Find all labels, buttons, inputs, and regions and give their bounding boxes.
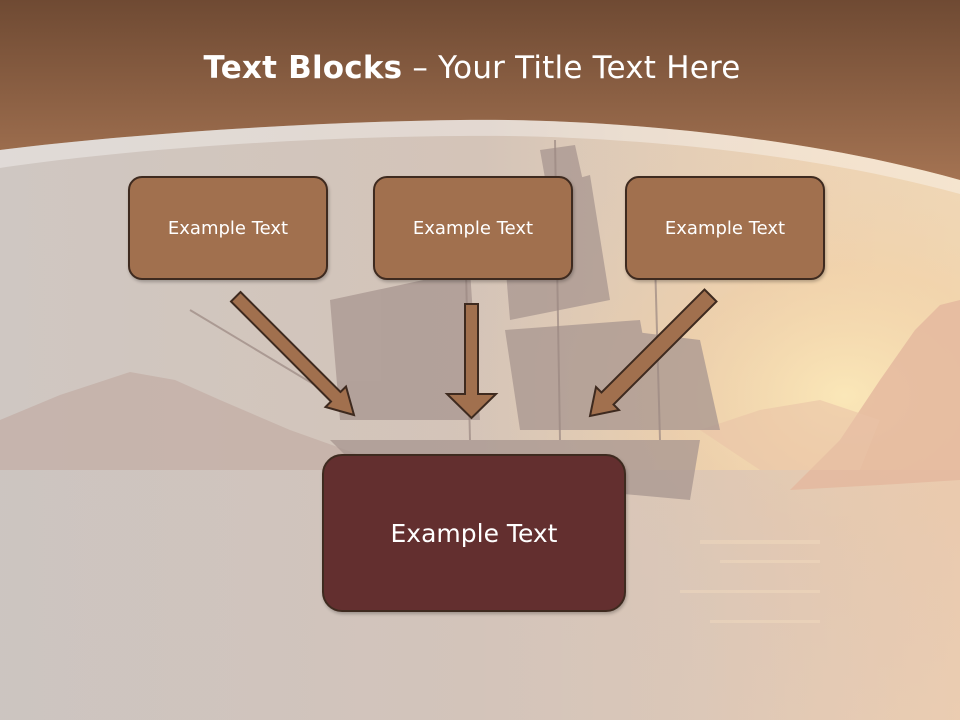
text-block-top-middle[interactable]: Example Text	[373, 176, 573, 280]
text-block-bottom[interactable]: Example Text	[322, 454, 626, 612]
text-block-top-right-label: Example Text	[664, 217, 786, 239]
title-bold: Text Blocks	[203, 50, 403, 86]
text-block-top-right[interactable]: Example Text	[625, 176, 825, 280]
text-block-top-left[interactable]: Example Text	[128, 176, 328, 280]
title-rest: Your Title Text Here	[438, 50, 741, 86]
slide-title: Text Blocks – Your Title Text Here	[0, 50, 944, 86]
text-block-top-middle-label: Example Text	[412, 217, 534, 239]
text-block-bottom-label: Example Text	[390, 518, 558, 548]
title-dash: –	[402, 50, 439, 86]
text-block-top-left-label: Example Text	[167, 217, 289, 239]
